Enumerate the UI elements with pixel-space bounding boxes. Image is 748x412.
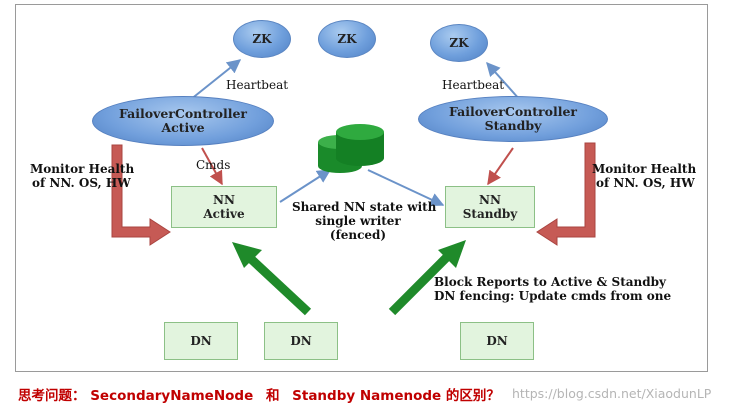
shared-storage-icon	[318, 124, 384, 173]
heartbeat-label-right: Heartbeat	[442, 78, 505, 92]
heartbeat-arrow-right	[486, 61, 521, 101]
caption-term-standby: Standby Namenode	[292, 388, 442, 404]
monitor-arrow-left	[111, 144, 171, 246]
cmds-label: Cmds	[196, 158, 231, 172]
zk-node-left: ZK	[233, 20, 291, 58]
dn-box-2: DN	[264, 322, 338, 360]
heartbeat-arrow-left	[189, 59, 242, 101]
dn-box-1: DN	[164, 322, 238, 360]
caption-prefix: 思考问题：	[18, 388, 86, 404]
watermark: https://blog.csdn.net/XiaodunLP	[512, 386, 712, 401]
shared-arrow-to-standby	[367, 169, 445, 207]
cmds-arrow-right	[487, 147, 514, 186]
caption-conj: 和	[265, 388, 280, 404]
block-reports-label: Block Reports to Active & Standby DN fen…	[434, 275, 672, 303]
zk-node-middle: ZK	[318, 20, 376, 58]
dn-arrow-right	[388, 240, 466, 316]
monitor-arrow-right	[536, 142, 596, 246]
question-caption: 思考问题： SecondaryNameNode 和 Standby Nameno…	[18, 384, 500, 404]
caption-term-secondary: SecondaryNameNode	[90, 388, 254, 404]
dn-arrow-left	[232, 242, 312, 316]
caption-suffix: 的区别？	[445, 388, 500, 404]
heartbeat-label-left: Heartbeat	[226, 78, 289, 92]
zk-node-right: ZK	[430, 24, 488, 62]
shared-arrow-from-active	[279, 169, 332, 203]
cmds-arrow-left	[201, 147, 223, 186]
dn-box-3: DN	[460, 322, 534, 360]
shared-state-label: Shared NN state with single writer (fenc…	[292, 200, 437, 242]
